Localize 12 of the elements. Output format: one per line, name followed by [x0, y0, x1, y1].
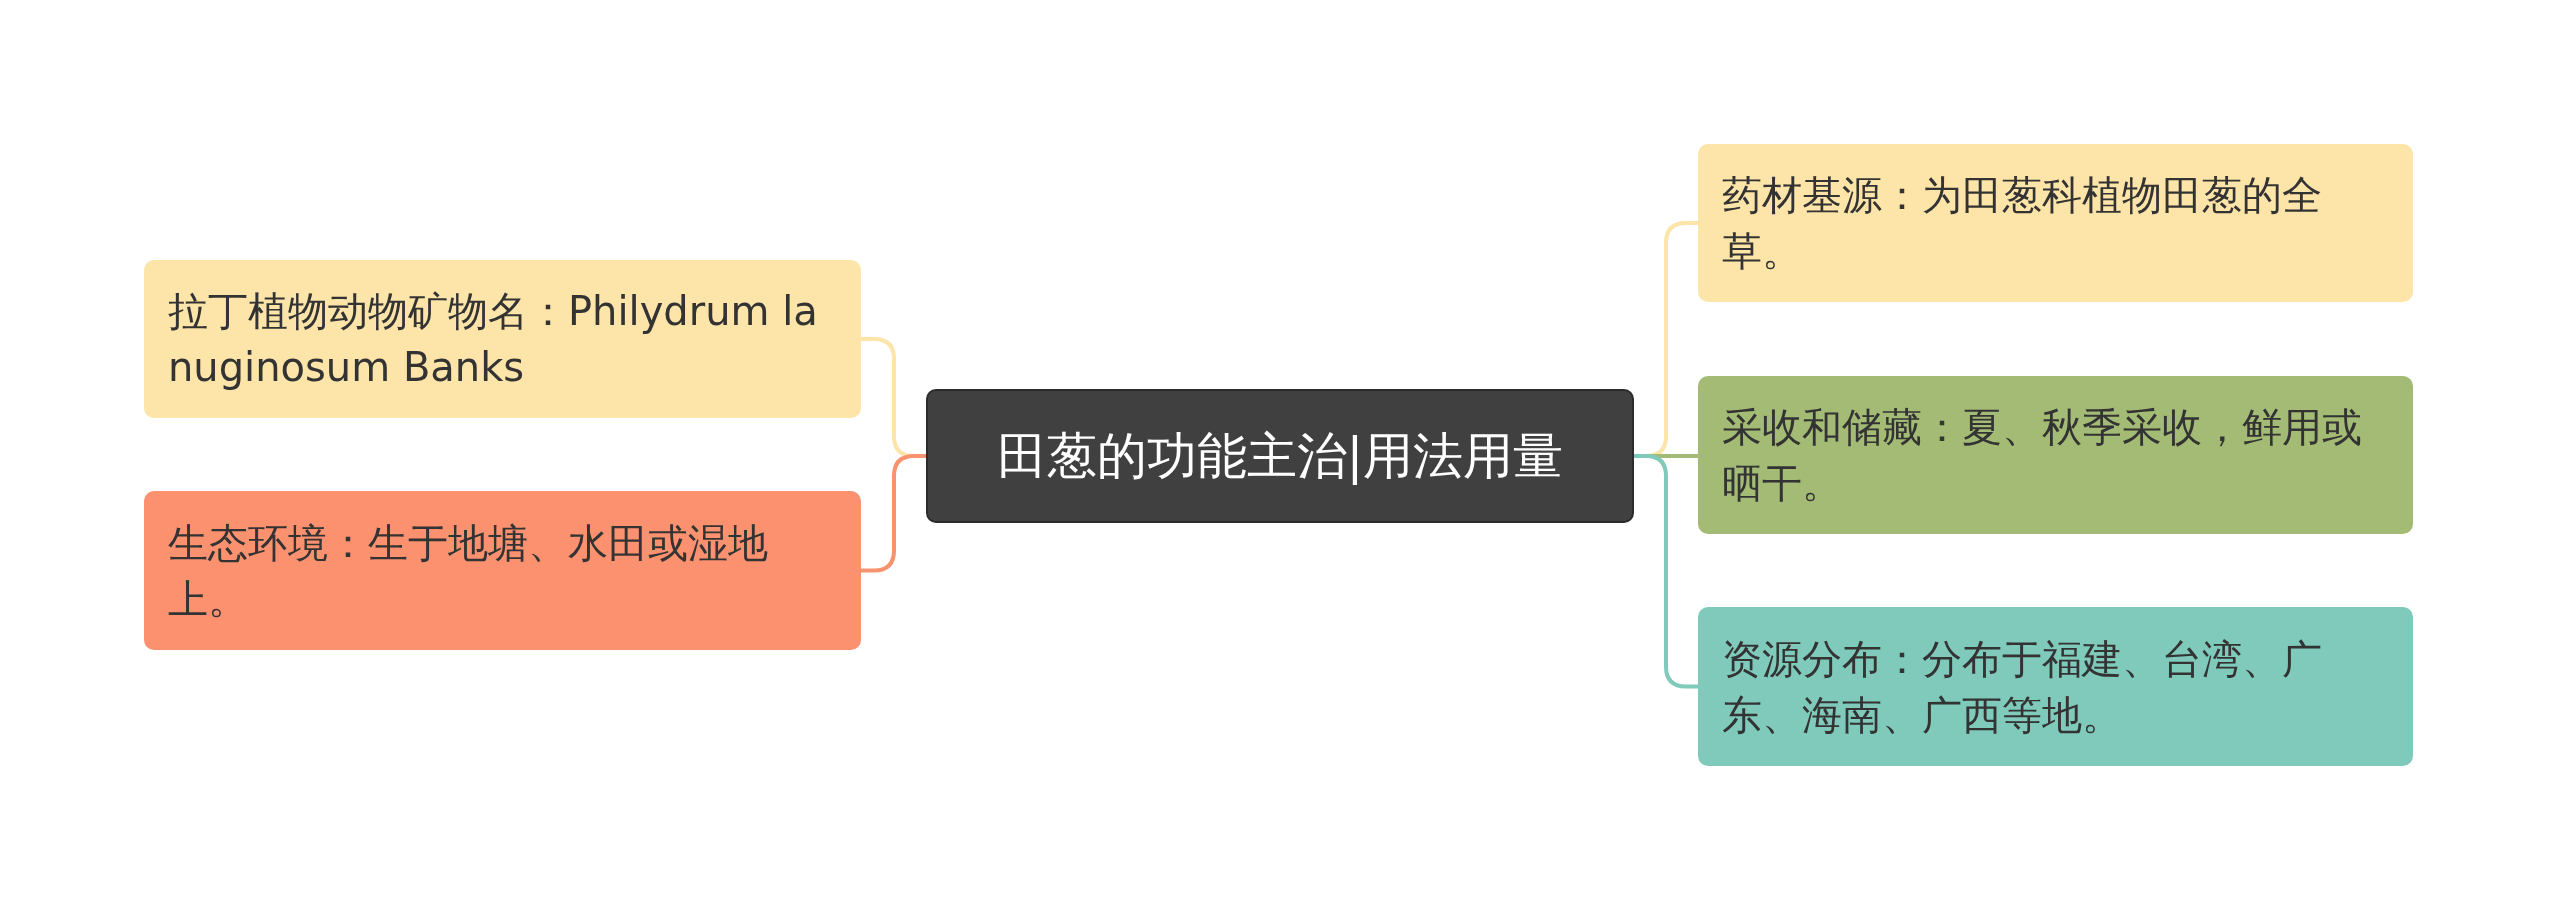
- topic-box: [144, 260, 861, 418]
- topic-box: [1698, 376, 2413, 534]
- topic-box: [1698, 607, 2413, 766]
- topic-text: 资源分布：分布于福建、台湾、广东、海南、广西等地。: [1722, 634, 2323, 740]
- topic-text: 药材基源：为田葱科植物田葱的全草。: [1722, 171, 2323, 276]
- central-topic-box: [926, 389, 1634, 523]
- topic-text: 生态环境：生于地塘、水田或湿地上。: [168, 518, 769, 624]
- topic-text: 拉丁植物动物矿物名：Philydrum lanuginosum Banks: [168, 287, 819, 392]
- central-topic-text: 田葱的功能主治|用法用量: [996, 426, 1564, 487]
- topic-text: 采收和储藏：夏、秋季采收，鲜用或晒干。: [1722, 403, 2363, 508]
- topic-box: [1698, 144, 2413, 302]
- topic-box: [144, 491, 861, 650]
